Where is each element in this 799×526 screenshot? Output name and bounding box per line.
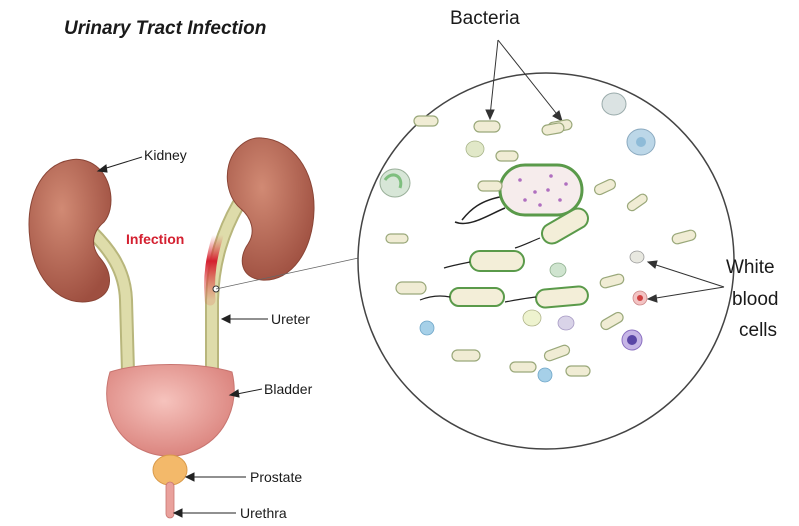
wbc-label-line-2: blood xyxy=(732,289,779,311)
ureter-label: Ureter xyxy=(271,311,310,327)
bacterium-large xyxy=(500,165,582,215)
bacteria-label: Bacteria xyxy=(450,8,520,30)
page-title: Urinary Tract Infection xyxy=(64,18,266,40)
wbc-label-line-1: White xyxy=(726,257,775,279)
prostate xyxy=(153,455,187,485)
bladder xyxy=(107,365,234,457)
wbc-label-line-3: cells xyxy=(739,320,777,342)
urethra xyxy=(166,482,174,518)
infection-label: Infection xyxy=(126,231,184,247)
bladder-label: Bladder xyxy=(264,381,312,397)
kidney-label: Kidney xyxy=(144,147,187,163)
prostate-label: Prostate xyxy=(250,469,302,485)
urethra-label: Urethra xyxy=(240,505,287,521)
